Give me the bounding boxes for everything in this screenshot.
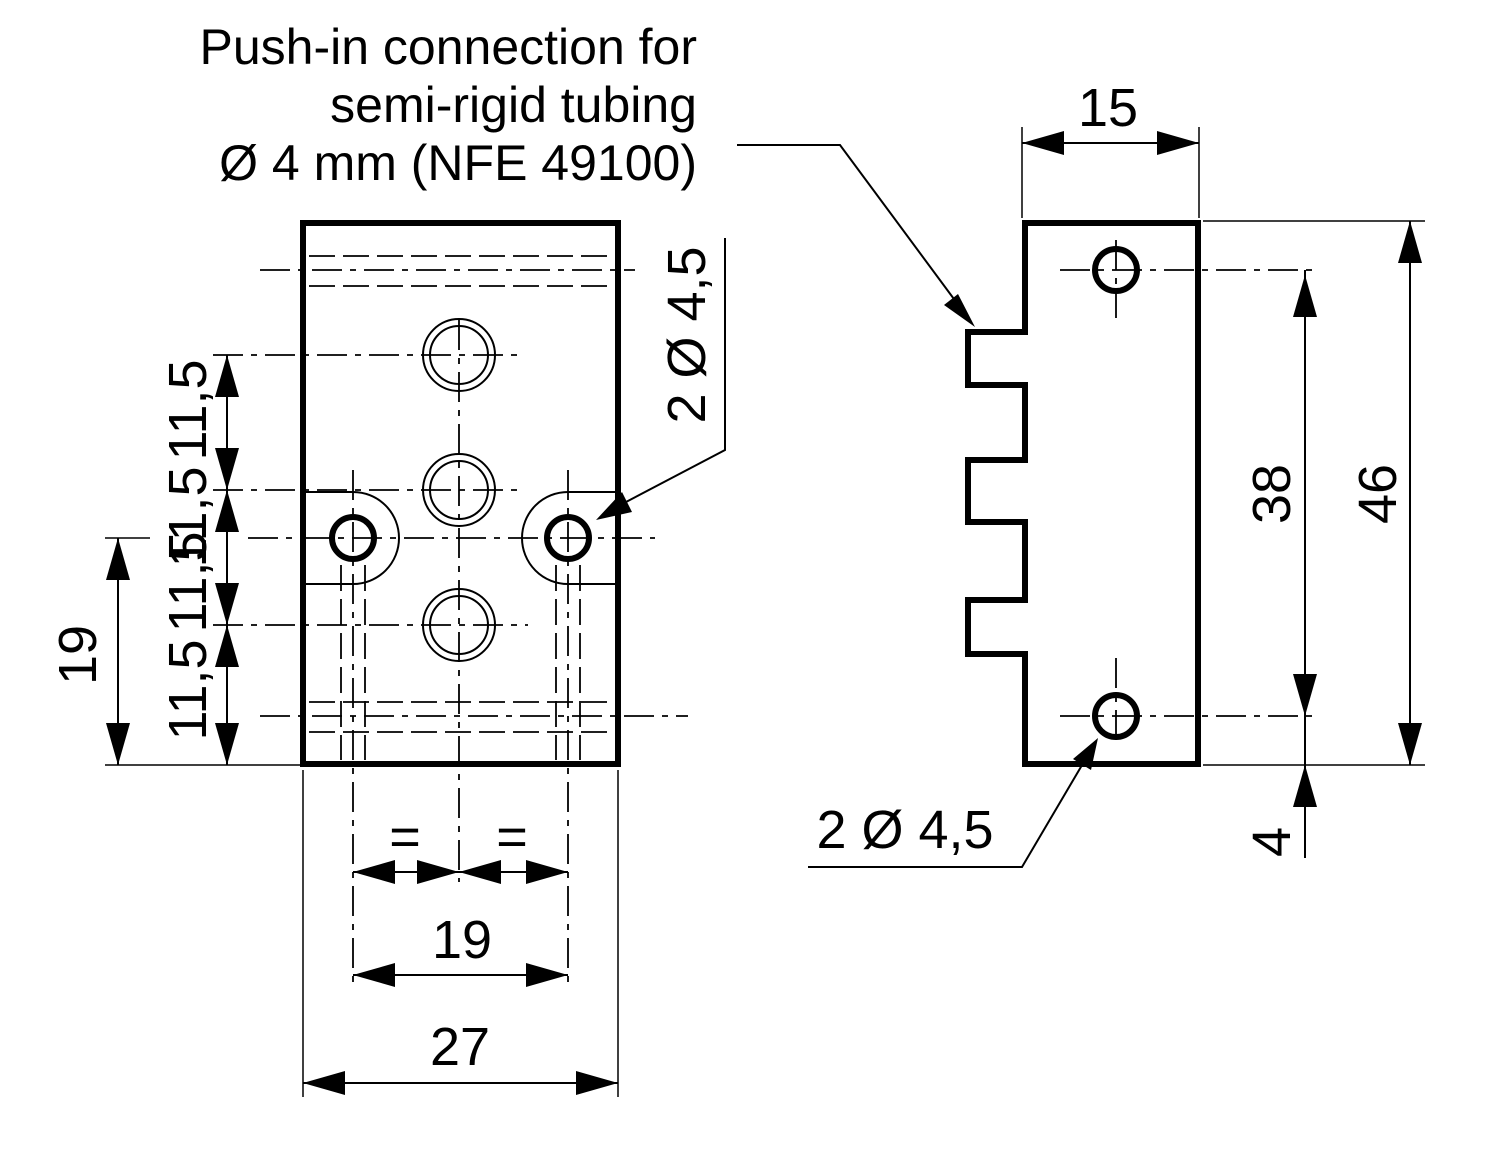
arrowhead	[576, 1071, 618, 1095]
arrowhead	[215, 625, 239, 667]
side-mount-hole-label: 2 Ø 4,5	[816, 800, 993, 860]
mounting-hole-left	[305, 491, 400, 585]
dim-19-left-label: 19	[48, 625, 108, 685]
arrowhead	[215, 583, 239, 625]
mounting-hole-right	[521, 491, 616, 585]
arrowhead	[353, 860, 395, 884]
front-mount-hole-label: 2 Ø 4,5	[657, 246, 717, 423]
dim-4-label: 4	[1242, 827, 1302, 857]
pitch-label-2: 11,5	[158, 466, 218, 567]
dim-27-label: 27	[430, 1017, 490, 1077]
mount-hole-leader-line	[625, 238, 726, 503]
arrowhead	[353, 963, 395, 987]
pitch-label-4: 11,5	[158, 639, 218, 740]
pitch-label-3: 11,5	[158, 531, 218, 632]
callout-line-3: Ø 4 mm (NFE 49100)	[219, 135, 697, 191]
dim-15-label: 15	[1078, 78, 1138, 138]
equal-right-label: =	[496, 807, 528, 867]
dim-19-bottom-label: 19	[432, 910, 492, 970]
dim-46-label: 46	[1348, 464, 1408, 524]
arrowhead	[106, 538, 130, 580]
arrowhead	[215, 490, 239, 532]
arrowhead	[526, 860, 568, 884]
side-view: 15 46 38 4 2 Ø 4,5	[808, 78, 1425, 868]
push-in-connection-callout: Push-in connection for semi-rigid tubing…	[199, 19, 975, 327]
equal-left-label: =	[389, 807, 421, 867]
arrowhead	[1293, 765, 1317, 807]
callout-line-2: semi-rigid tubing	[330, 77, 697, 133]
arrowhead	[459, 860, 501, 884]
arrowhead	[1398, 221, 1422, 263]
arrowhead	[1293, 275, 1317, 317]
arrowhead	[1157, 131, 1199, 155]
front-view-body-outline	[300, 220, 621, 767]
pitch-label-1: 11,5	[158, 359, 218, 460]
arrowhead	[215, 723, 239, 765]
arrowhead	[1022, 131, 1064, 155]
side-mount-hole-leader-line	[808, 759, 1086, 868]
arrowhead	[106, 723, 130, 765]
callout-line-1: Push-in connection for	[199, 19, 697, 75]
side-view-body-outline	[965, 220, 1201, 767]
callout-leader-arrowhead	[944, 294, 975, 327]
dim-38-label: 38	[1242, 464, 1302, 524]
arrowhead	[303, 1071, 345, 1095]
mount-hole-leader-arrowhead	[596, 492, 632, 520]
arrowhead	[1293, 674, 1317, 716]
arrowhead	[417, 860, 459, 884]
arrowhead	[526, 963, 568, 987]
arrowhead	[215, 448, 239, 490]
front-view: 2 Ø 4,5 27 19 = = 19	[48, 220, 726, 1097]
callout-leader-line	[737, 144, 969, 319]
arrowhead	[1398, 723, 1422, 765]
side-mount-hole-leader-arrowhead	[1073, 738, 1098, 770]
arrowhead	[215, 355, 239, 397]
